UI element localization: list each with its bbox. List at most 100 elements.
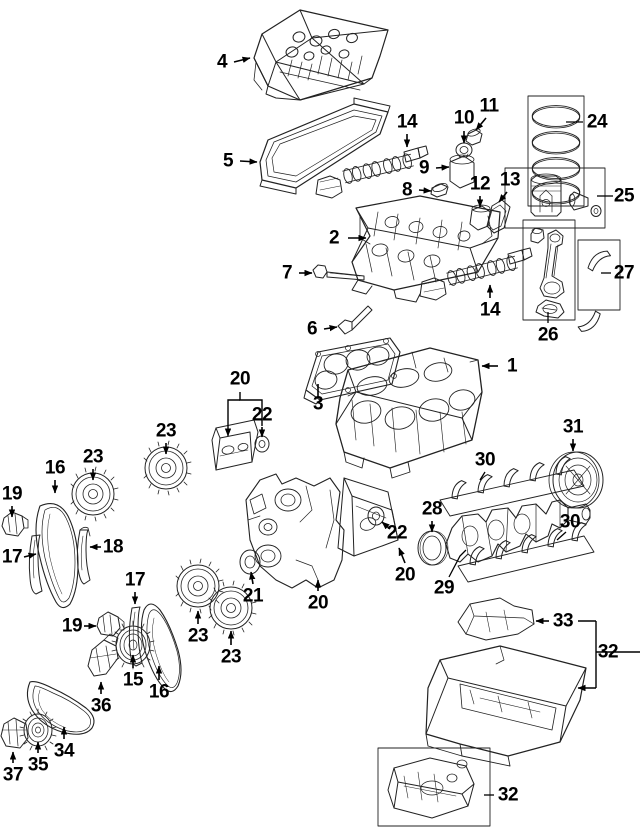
leader-9 bbox=[435, 164, 450, 171]
callout-30b[interactable]: 30 bbox=[559, 511, 581, 533]
callout-19b[interactable]: 19 bbox=[61, 615, 83, 637]
leader-17 bbox=[23, 552, 37, 559]
callout-33[interactable]: 33 bbox=[552, 610, 574, 632]
callout-22[interactable]: 22 bbox=[251, 404, 273, 426]
callout-12[interactable]: 12 bbox=[469, 173, 491, 195]
part-connecting-rod bbox=[522, 219, 576, 321]
part-camshaft-intake bbox=[315, 145, 429, 199]
part-timing-cover-front bbox=[245, 473, 345, 589]
callout-23b[interactable]: 23 bbox=[155, 420, 177, 442]
callout-32b[interactable]: 32 bbox=[497, 784, 519, 806]
part-camshaft-sprocket-2 bbox=[143, 440, 192, 496]
leader-22b bbox=[381, 521, 391, 530]
callout-35[interactable]: 35 bbox=[27, 754, 49, 776]
callout-32[interactable]: 32 bbox=[597, 641, 619, 663]
part-valve-keeper bbox=[465, 128, 483, 146]
part-chain-tensioner-arm bbox=[76, 526, 91, 585]
part-camshaft-oil-seal bbox=[254, 435, 270, 453]
part-chain-guide-fixed bbox=[28, 534, 43, 595]
part-valve-cover bbox=[253, 9, 389, 101]
callout-9[interactable]: 9 bbox=[418, 157, 430, 179]
leader-6 bbox=[323, 324, 338, 332]
callout-27[interactable]: 27 bbox=[613, 262, 635, 284]
part-camshaft-sprocket-3 bbox=[175, 558, 224, 614]
callout-14b[interactable]: 14 bbox=[479, 299, 501, 321]
part-main-bearing-set-lower bbox=[457, 521, 595, 583]
callout-23d[interactable]: 23 bbox=[220, 646, 242, 668]
part-oil-pan-lower bbox=[377, 747, 491, 827]
part-main-bearing-set-upper bbox=[439, 455, 585, 517]
part-oil-pump-chain bbox=[26, 681, 95, 735]
part-crankshaft-rear-seal bbox=[417, 530, 449, 566]
callout-2[interactable]: 2 bbox=[328, 227, 340, 249]
callout-22b[interactable]: 22 bbox=[386, 522, 408, 544]
leader-5 bbox=[239, 158, 258, 165]
leader-32-bracket bbox=[577, 620, 640, 692]
callout-7[interactable]: 7 bbox=[281, 262, 293, 284]
callout-31[interactable]: 31 bbox=[562, 416, 584, 438]
callout-26[interactable]: 26 bbox=[537, 324, 559, 346]
callout-5[interactable]: 5 bbox=[222, 150, 234, 172]
leader-30b bbox=[556, 531, 567, 541]
leader-20-bracket bbox=[224, 392, 263, 437]
part-oil-pump-drive bbox=[0, 717, 29, 749]
callout-28[interactable]: 28 bbox=[421, 498, 443, 520]
callout-16b[interactable]: 16 bbox=[148, 681, 170, 703]
part-timing-cover-side bbox=[337, 477, 399, 557]
callout-10[interactable]: 10 bbox=[453, 107, 475, 129]
callout-23c[interactable]: 23 bbox=[187, 625, 209, 647]
part-valve-cover-gasket bbox=[259, 97, 391, 195]
part-camshaft-oil-seal-2 bbox=[367, 506, 385, 526]
leader-13 bbox=[498, 191, 508, 203]
callout-19[interactable]: 19 bbox=[1, 483, 23, 505]
callout-20b[interactable]: 20 bbox=[307, 592, 329, 614]
callout-6[interactable]: 6 bbox=[306, 318, 318, 340]
callout-36[interactable]: 36 bbox=[90, 695, 112, 717]
part-crankshaft bbox=[445, 499, 591, 563]
part-crankshaft-pulley bbox=[548, 451, 604, 509]
part-chain-tensioner bbox=[1, 511, 29, 537]
callout-29[interactable]: 29 bbox=[433, 577, 455, 599]
part-oil-pump-chain-tensioner bbox=[87, 633, 119, 677]
part-timing-cover-upper bbox=[211, 419, 259, 471]
callout-1[interactable]: 1 bbox=[506, 355, 518, 377]
part-camshaft-sprocket-1 bbox=[70, 466, 119, 522]
part-engine-cylinder-block bbox=[335, 347, 483, 479]
part-camshaft-exhaust bbox=[419, 247, 533, 301]
callout-17b[interactable]: 17 bbox=[124, 569, 146, 591]
callout-21[interactable]: 21 bbox=[242, 585, 264, 607]
callout-15[interactable]: 15 bbox=[122, 669, 144, 691]
part-piston-ring-set bbox=[527, 95, 585, 207]
part-valve-lifter bbox=[449, 154, 475, 189]
callout-11[interactable]: 11 bbox=[479, 95, 499, 117]
leader-8 bbox=[418, 187, 432, 194]
callout-30[interactable]: 30 bbox=[474, 449, 496, 471]
part-oil-pan-upper bbox=[425, 645, 587, 767]
callout-37[interactable]: 37 bbox=[2, 764, 24, 786]
callout-16[interactable]: 16 bbox=[44, 457, 66, 479]
callout-25[interactable]: 25 bbox=[613, 185, 635, 207]
part-head-bolt bbox=[312, 264, 365, 281]
callout-3[interactable]: 3 bbox=[312, 393, 324, 415]
callout-24[interactable]: 24 bbox=[586, 111, 608, 133]
callout-23[interactable]: 23 bbox=[82, 446, 104, 468]
part-timing-chain-primary bbox=[35, 503, 79, 609]
callout-20[interactable]: 20 bbox=[229, 368, 251, 390]
leader-4 bbox=[233, 56, 251, 63]
callout-34[interactable]: 34 bbox=[53, 740, 75, 762]
leader-30 bbox=[479, 471, 486, 481]
callout-17[interactable]: 17 bbox=[1, 546, 23, 568]
part-connecting-rod-bearings bbox=[577, 239, 621, 332]
callout-18[interactable]: 18 bbox=[102, 536, 124, 558]
callout-4[interactable]: 4 bbox=[216, 51, 228, 73]
leader-21 bbox=[249, 571, 256, 585]
callout-13[interactable]: 13 bbox=[499, 169, 521, 191]
callout-20c[interactable]: 20 bbox=[394, 564, 416, 586]
callout-8[interactable]: 8 bbox=[401, 179, 413, 201]
callout-14[interactable]: 14 bbox=[396, 111, 418, 133]
leader-11 bbox=[475, 117, 487, 131]
leader-20c bbox=[398, 547, 406, 564]
part-dowel-pin bbox=[337, 305, 373, 335]
